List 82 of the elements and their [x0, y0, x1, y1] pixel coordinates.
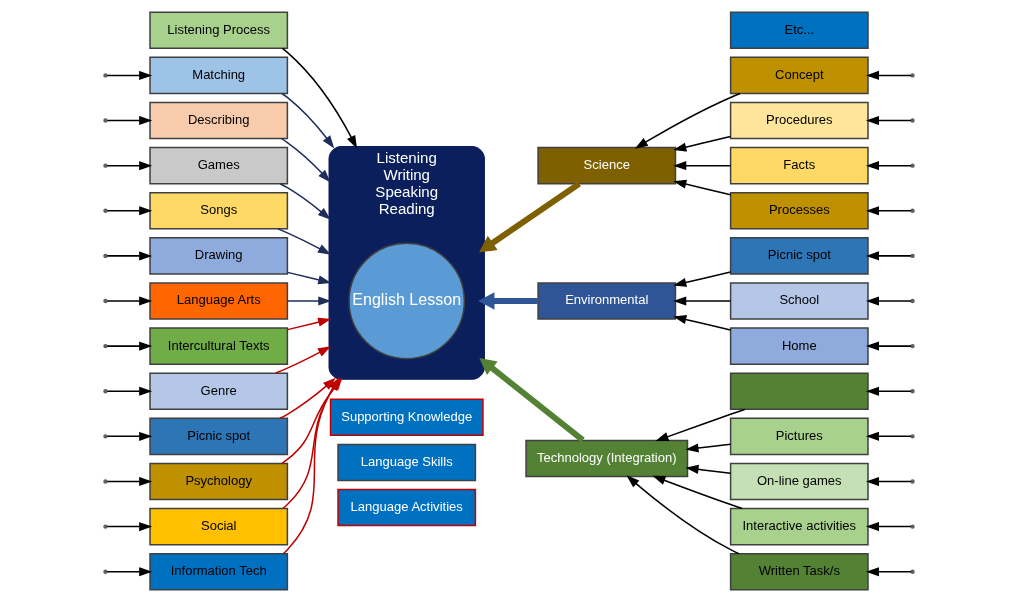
node-box: Processes	[729, 191, 869, 230]
arrow	[865, 567, 912, 577]
node-box: Etc...	[729, 11, 869, 50]
node-box: Language Skills	[337, 443, 477, 482]
node-box: Concept	[729, 56, 869, 95]
arrow	[865, 431, 912, 441]
node-box: Drawing	[149, 237, 289, 275]
node-box: Facts	[729, 146, 869, 185]
node-box: Psychology	[149, 462, 289, 501]
node-box: Language Arts	[149, 282, 289, 320]
node-box: Describing	[149, 101, 289, 140]
arrow	[865, 115, 912, 126]
node-box: Matching	[149, 56, 289, 95]
node-box: Picnic spot	[729, 237, 869, 275]
arrow	[277, 228, 331, 255]
arrow	[865, 296, 912, 306]
node-box: Home	[729, 327, 869, 365]
node-box: Songs	[149, 191, 289, 230]
arrow	[685, 464, 732, 475]
node-box: Listening Process	[149, 11, 289, 50]
arrow	[106, 251, 153, 261]
arrow	[865, 341, 912, 351]
arrow	[286, 317, 332, 331]
arrow	[477, 292, 538, 310]
arrow	[865, 161, 912, 171]
node-box: Games	[149, 146, 289, 185]
arrow	[673, 135, 732, 152]
arrow	[106, 161, 153, 171]
node-box: Environmental	[537, 282, 677, 320]
arrow	[865, 522, 912, 532]
node-box: Supporting Knowledge	[329, 398, 484, 437]
arrow	[106, 522, 153, 532]
arrow	[685, 443, 732, 453]
arrow	[865, 206, 912, 216]
arrow	[673, 161, 732, 171]
arrow	[652, 475, 743, 510]
node-circle: English Lesson	[348, 242, 466, 360]
node-box: Information Tech	[149, 552, 289, 591]
arrow	[106, 431, 153, 441]
arrow	[106, 70, 153, 80]
arrow	[634, 92, 741, 149]
arrow	[286, 271, 332, 285]
arrow	[281, 92, 335, 149]
arrow	[106, 296, 153, 306]
node-box: School	[729, 282, 869, 320]
arrow	[106, 341, 153, 351]
node-box: Social	[149, 507, 289, 546]
arrow	[106, 115, 153, 126]
arrow	[673, 315, 732, 331]
node-box: Technology (Integration)	[525, 439, 689, 478]
arrow	[106, 206, 153, 216]
arrow	[673, 179, 732, 196]
node-box: On-line games	[729, 462, 869, 501]
arrow	[279, 183, 331, 220]
arrow	[865, 476, 912, 487]
node-box: Pictures	[729, 417, 869, 456]
node-box: Interactive activities	[729, 507, 869, 546]
arrow	[106, 386, 153, 396]
node-box	[729, 372, 869, 411]
arrow	[275, 346, 331, 374]
arrow	[280, 137, 331, 183]
arrow	[106, 567, 153, 577]
arrow	[655, 408, 746, 442]
arrow	[286, 296, 332, 306]
node-box: Procedures	[729, 101, 869, 140]
arrow	[865, 386, 912, 396]
node-box: Written Task/s	[729, 552, 869, 591]
arrow	[626, 475, 740, 555]
node-box: Intercultural Texts	[149, 327, 289, 365]
arrow	[865, 70, 912, 80]
arrow	[673, 296, 732, 306]
node-box: Picnic spot	[149, 417, 289, 456]
node-box: Science	[537, 146, 677, 185]
arrow	[106, 476, 153, 487]
arrow	[281, 47, 357, 149]
arrow	[479, 357, 585, 443]
arrow	[479, 181, 581, 253]
node-box: Genre	[149, 372, 289, 411]
arrow	[673, 271, 732, 287]
node-box: Language Activities	[337, 488, 477, 527]
arrow	[865, 251, 912, 261]
arrow	[279, 377, 336, 419]
